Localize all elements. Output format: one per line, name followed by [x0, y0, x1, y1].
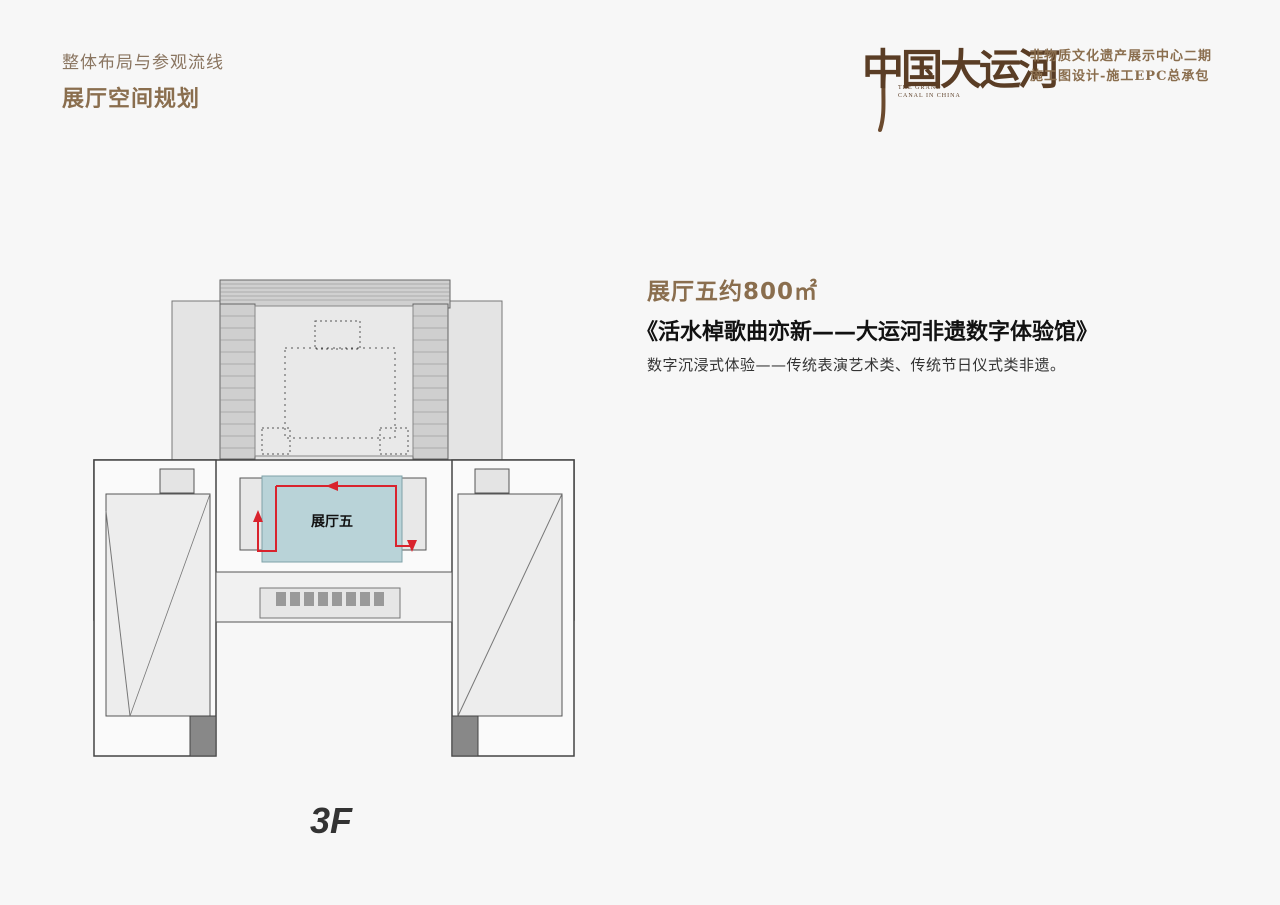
project-name: 非物质文化遗产展示中心二期 施工图设计-施工EPC总承包 — [1030, 47, 1212, 87]
route-arrow-down-icon — [407, 540, 417, 552]
brand-calligraphy: 中国大运河 — [862, 45, 1060, 94]
hall-five-area: 展厅五 — [261, 475, 403, 563]
brand-english: THE GRAND CANAL IN CHINA — [898, 85, 961, 99]
visit-route — [253, 481, 417, 552]
hall-area: 展厅五约800㎡ — [647, 279, 819, 305]
section-title: 展厅空间规划 — [62, 87, 201, 112]
project-name-line2: 施工图设计-施工EPC总承包 — [1030, 69, 1210, 84]
brand-logo: 中国大运河 THE GRAND CANAL IN CHINA 非物质文化遗产展示… — [862, 34, 1242, 134]
plan-top-block — [171, 279, 503, 462]
section-subtitle: 整体布局与参观流线 — [62, 53, 224, 73]
floor-label: 3F — [310, 800, 353, 841]
project-name-line1: 非物质文化遗产展示中心二期 — [1030, 49, 1213, 64]
route-arrow-left-icon — [326, 481, 338, 491]
hall-name: 《活水棹歌曲亦新——大运河非遗数字体验馆》 — [636, 320, 1099, 345]
brush-stroke-icon — [878, 72, 886, 132]
hall-five-label: 展厅五 — [311, 514, 353, 530]
header: 整体布局与参观流线 展厅空间规划 — [62, 48, 224, 113]
hall-description: 数字沉浸式体验——传统表演艺术类、传统节日仪式类非遗。 — [647, 356, 1066, 374]
plan-main-body — [93, 459, 575, 757]
route-arrow-up-icon — [253, 510, 263, 522]
floor-plan: 展厅五 — [93, 279, 575, 757]
